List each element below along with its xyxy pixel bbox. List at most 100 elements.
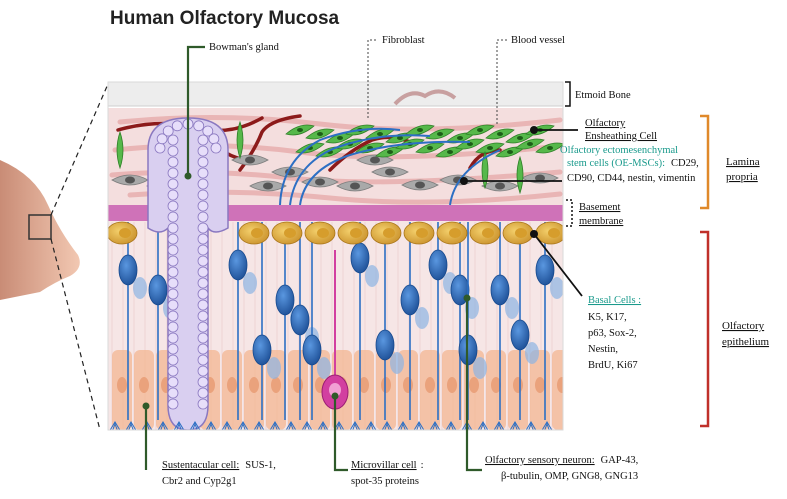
ensheathing-nucleus (387, 150, 393, 154)
gland-cell (167, 156, 179, 168)
gland-cell (167, 233, 179, 245)
ensheathing-nucleus (417, 128, 423, 132)
gland-cell (154, 142, 166, 154)
sustentacular-nucleus (535, 377, 545, 393)
ensheathing-nucleus (507, 150, 513, 154)
apical-tuft (525, 421, 537, 430)
msc-label-line1: Olfactory ectomesenchymal (560, 145, 678, 156)
gland-cell (210, 142, 222, 154)
lamina-propria-label-2: propria (726, 171, 758, 183)
ensheathing-nucleus (397, 136, 403, 140)
blood-vessel-label: Blood vessel (511, 35, 565, 46)
gland-cell (167, 288, 179, 300)
sensory-neuron-faint (267, 357, 281, 379)
gland-cell (197, 398, 209, 410)
gland-cell (197, 211, 209, 223)
epithelium-label-2: epithelium (722, 336, 769, 348)
gland-cell (171, 120, 183, 132)
gland-cell (167, 200, 179, 212)
ensheathing-cell (236, 120, 244, 160)
leader-lines (144, 45, 482, 472)
sustentacular-nucleus (271, 377, 281, 393)
basal-nucleus (350, 228, 362, 238)
apical-tuft (397, 421, 409, 430)
osn-label-line1: Olfactory sensory neuron:GAP-43, (485, 455, 638, 466)
gland-cell (197, 343, 209, 355)
apical-tufts (109, 421, 553, 430)
apical-tuft (365, 421, 377, 430)
sensory-neuron (228, 249, 248, 281)
basal-nucleus (482, 228, 494, 238)
apical-tuft (381, 421, 393, 430)
black-leaders (464, 129, 583, 297)
gland-cell (167, 376, 179, 388)
gland-cell (197, 266, 209, 278)
gland-cell (167, 266, 179, 278)
zoom-region-box (28, 214, 52, 240)
micro-label-line2: spot-35 proteins (351, 476, 419, 487)
micro-leader-dot (331, 392, 339, 400)
osn-label-name: Olfactory sensory neuron: (485, 455, 595, 466)
basal-nucleus (251, 228, 263, 238)
sensory-neuron (275, 284, 295, 316)
fibroblast-nucleus (385, 168, 395, 176)
oec-label-line1: Olfactory (585, 118, 626, 129)
apical-tuft (173, 421, 185, 430)
basement-bracket (566, 199, 573, 227)
ensheathing-cell (116, 130, 124, 170)
basal-markers-3: Nestin, (588, 344, 618, 355)
sensory-neuron (302, 334, 322, 366)
sensory-neuron (510, 319, 530, 351)
apical-tuft (189, 421, 201, 430)
gland-cell (167, 387, 179, 399)
msc-label-line2: stem cells (OE-MSCs):CD29, (567, 158, 699, 169)
gland-leader-dot (184, 172, 192, 180)
gland-cell (167, 365, 179, 377)
apical-tuft (269, 421, 281, 430)
gland-cell (167, 310, 179, 322)
sensory-neuron (118, 254, 138, 286)
fibroblast-nucleus (415, 181, 425, 189)
basal-leader-dot (530, 230, 538, 238)
oec-label-line2: Ensheathing Cell (585, 131, 657, 142)
apical-tuft (413, 421, 425, 430)
diagram-title: Human Olfactory Mucosa (110, 8, 340, 29)
apical-tuft (301, 421, 313, 430)
sensory-neuron (290, 304, 310, 336)
gland-cell (197, 134, 209, 146)
ensheathing-nucleus (477, 128, 483, 132)
fibroblast-nucleus (315, 178, 325, 186)
basal-markers-1: K5, K17, (588, 312, 627, 323)
gland-cell (197, 233, 209, 245)
gland-cell (197, 321, 209, 333)
basal-nucleus (515, 228, 527, 238)
apical-tuft (237, 421, 249, 430)
sust-label-name: Sustentacular cell: (162, 460, 239, 471)
bone-bracket (565, 81, 571, 107)
sensory-neuron (252, 334, 272, 366)
basal-cell-group (108, 221, 563, 245)
gland-cell (197, 244, 209, 256)
gland-cell (167, 178, 179, 190)
gland-cell (167, 134, 179, 146)
bowmans-gland-shape (147, 117, 229, 430)
osn-label-line2: β-tubulin, OMP, GNG8, GNG13 (501, 471, 638, 482)
ensheathing-nucleus (337, 136, 343, 140)
basal-cells-title: Basal Cells : (588, 295, 641, 306)
micro-label-name: Microvillar cell (351, 460, 417, 471)
bone-vessel-fragment (393, 89, 457, 106)
sensory-neuron-faint (365, 265, 379, 287)
apical-tuft (205, 421, 217, 430)
gland-cell (197, 354, 209, 366)
gland-cell (167, 398, 179, 410)
fibroblast-group (111, 154, 559, 192)
basal-markers-4: BrdU, Ki67 (588, 360, 638, 371)
gland-cell (197, 288, 209, 300)
sensory-neuron-faint (390, 352, 404, 374)
gland-cell (197, 200, 209, 212)
gland-cell (197, 167, 209, 179)
apical-tuft (493, 421, 505, 430)
sustentacular-nucleus (359, 377, 369, 393)
basal-nucleus (383, 228, 395, 238)
